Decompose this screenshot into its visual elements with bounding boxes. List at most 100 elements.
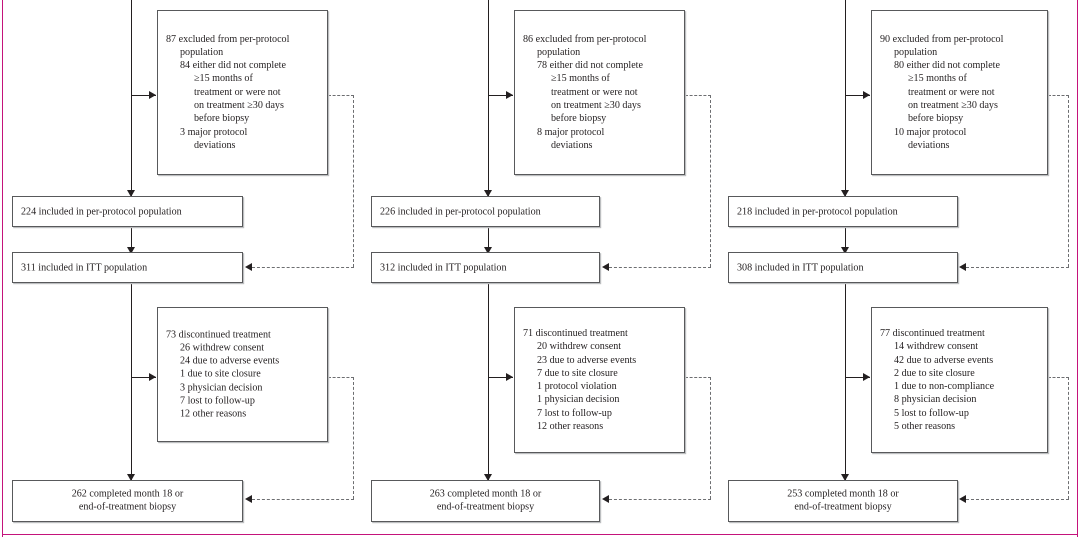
arm-2-completed-line1: 263 completed month 18 or (429, 488, 542, 500)
arm-1-dashed-excluded-out (328, 95, 354, 96)
text-line: 12 other reasons (537, 420, 604, 432)
arm-1-dashed-excluded-in (252, 267, 354, 268)
arm-3-branch-to-discontinued (845, 377, 870, 378)
text-line: population (180, 46, 224, 58)
text-line: on treatment ≥30 days (908, 100, 998, 112)
text-line: deviations (194, 140, 236, 152)
arm-3-dashed-excluded-out (1048, 95, 1069, 96)
arm-1-arrowhead-itt-feedback (245, 262, 252, 271)
text-line: 42 due to adverse events (894, 354, 994, 366)
text-line: 90 excluded from per-protocol (880, 33, 1004, 45)
arm-2-discontinued-box: 71 discontinued treatment 20 withdrew con… (514, 307, 685, 453)
arm-3-dashed-disc-in (966, 499, 1069, 500)
text-line: 5 lost to follow-up (894, 407, 969, 419)
arm-2-per-protocol-text: 226 included in per-protocol population (380, 205, 541, 217)
arm-1-completed-line1: 262 completed month 18 or (71, 488, 184, 500)
arm-2-completed-box: 263 completed month 18 or end-of-treatme… (371, 480, 600, 522)
arm-3-arrow-to-completed (840, 474, 849, 481)
arm-3-arrowhead-excluded (863, 90, 870, 99)
arm-2-completed-line2: end-of-treatment biopsy (436, 502, 535, 513)
text-line: 3 physician decision (180, 382, 263, 394)
text-line: 7 due to site closure (537, 367, 618, 379)
text-line: 14 withdrew consent (894, 341, 979, 353)
arm-2-branch-to-discontinued (488, 377, 513, 378)
text-line: 1 protocol violation (537, 381, 617, 392)
text-line: 73 discontinued treatment (166, 328, 271, 340)
text-line: 12 other reasons (180, 408, 247, 420)
arm-2-link-pp-to-itt (488, 227, 489, 254)
arm-2-dashed-excluded-down (710, 95, 711, 267)
arm-3-completed-line1: 253 completed month 18 or (787, 488, 899, 500)
arm-1-arrowhead-completed-feedback (245, 494, 252, 503)
arm-3-per-protocol-box: 218 included in per-protocol population (728, 196, 958, 227)
text-line: 1 due to non-compliance (894, 381, 995, 392)
text-line: 10 major protocol (894, 126, 967, 138)
text-line: treatment or were not (908, 86, 995, 98)
arm-2-trunk-upper (488, 0, 489, 197)
text-line: before biopsy (551, 113, 607, 125)
arm-3-arrow-to-itt (840, 247, 849, 254)
arm-3-dashed-excluded-down (1068, 95, 1069, 267)
arm-3-itt-text: 308 included in ITT population (737, 261, 864, 273)
arm-1-completed-line2: end-of-treatment biopsy (78, 502, 177, 513)
arm-1-per-protocol-box: 224 included in per-protocol population (12, 196, 243, 227)
text-line: ≥15 months of (194, 73, 253, 85)
arm-1-completed-box: 262 completed month 18 or end-of-treatme… (12, 480, 243, 522)
arm-3-per-protocol-text: 218 included in per-protocol population (737, 205, 898, 217)
text-line: 7 lost to follow-up (537, 407, 612, 419)
arm-3-discontinued-box: 77 discontinued treatment 14 withdrew con… (871, 307, 1048, 453)
text-line: 78 either did not complete (537, 60, 643, 72)
arm-1-dashed-disc-out (328, 377, 354, 378)
text-line: deviations (551, 140, 593, 152)
text-line: 8 physician decision (894, 394, 977, 406)
arm-2-branch-to-excluded (488, 95, 513, 96)
text-line: 77 discontinued treatment (880, 327, 985, 339)
text-line: 2 due to site closure (894, 367, 975, 379)
arm-3-dashed-disc-down (1068, 377, 1069, 499)
text-line: population (537, 46, 581, 58)
text-line: 80 either did not complete (894, 60, 1000, 72)
text-line: before biopsy (908, 113, 964, 125)
arm-2-discontinued-lines: 71 discontinued treatment 20 withdrew con… (523, 327, 676, 433)
arm-3-arrowhead-completed-feedback (959, 494, 966, 503)
text-line: treatment or were not (551, 86, 638, 98)
page-rule-right (1076, 0, 1078, 537)
arm-2-trunk-lower (488, 283, 489, 481)
arm-3-arrowhead-discontinued (863, 372, 870, 381)
text-line: 26 withdrew consent (180, 342, 265, 354)
arm-2-arrow-to-per-protocol (483, 190, 492, 197)
arm-1-discontinued-box: 73 discontinued treatment 26 withdrew con… (157, 307, 328, 442)
arm-1-trunk-lower (131, 283, 132, 481)
text-line: before biopsy (194, 113, 250, 125)
text-line: population (894, 46, 938, 58)
arm-2-arrowhead-excluded (506, 90, 513, 99)
arm-3-trunk-upper (845, 0, 846, 197)
text-line: 1 physician decision (537, 394, 620, 406)
text-line: 71 discontinued treatment (523, 327, 628, 339)
arm-1-itt-text: 311 included in ITT population (21, 261, 148, 273)
text-line: ≥15 months of (551, 73, 610, 85)
text-line: ≥15 months of (908, 73, 967, 85)
arm-3-trunk-lower (845, 283, 846, 481)
arm-2-arrowhead-itt-feedback (602, 262, 609, 271)
text-line: 84 either did not complete (180, 60, 286, 72)
arm-3-branch-to-excluded (845, 95, 870, 96)
text-line: 87 excluded from per-protocol (166, 33, 290, 45)
arm-2-dashed-disc-in (609, 499, 711, 500)
arm-1-arrowhead-excluded (149, 90, 156, 99)
text-line: 5 other reasons (894, 420, 956, 432)
text-line: 20 withdrew consent (537, 341, 622, 353)
page-rule-bottom (2, 533, 1078, 535)
text-line: 24 due to adverse events (180, 355, 280, 367)
arm-2-arrowhead-discontinued (506, 372, 513, 381)
arm-3-dashed-disc-out (1048, 377, 1069, 378)
text-line: treatment or were not (194, 86, 281, 98)
arm-1-branch-to-discontinued (131, 377, 156, 378)
text-line: 86 excluded from per-protocol (523, 33, 647, 45)
arm-3-arrow-to-per-protocol (840, 190, 849, 197)
